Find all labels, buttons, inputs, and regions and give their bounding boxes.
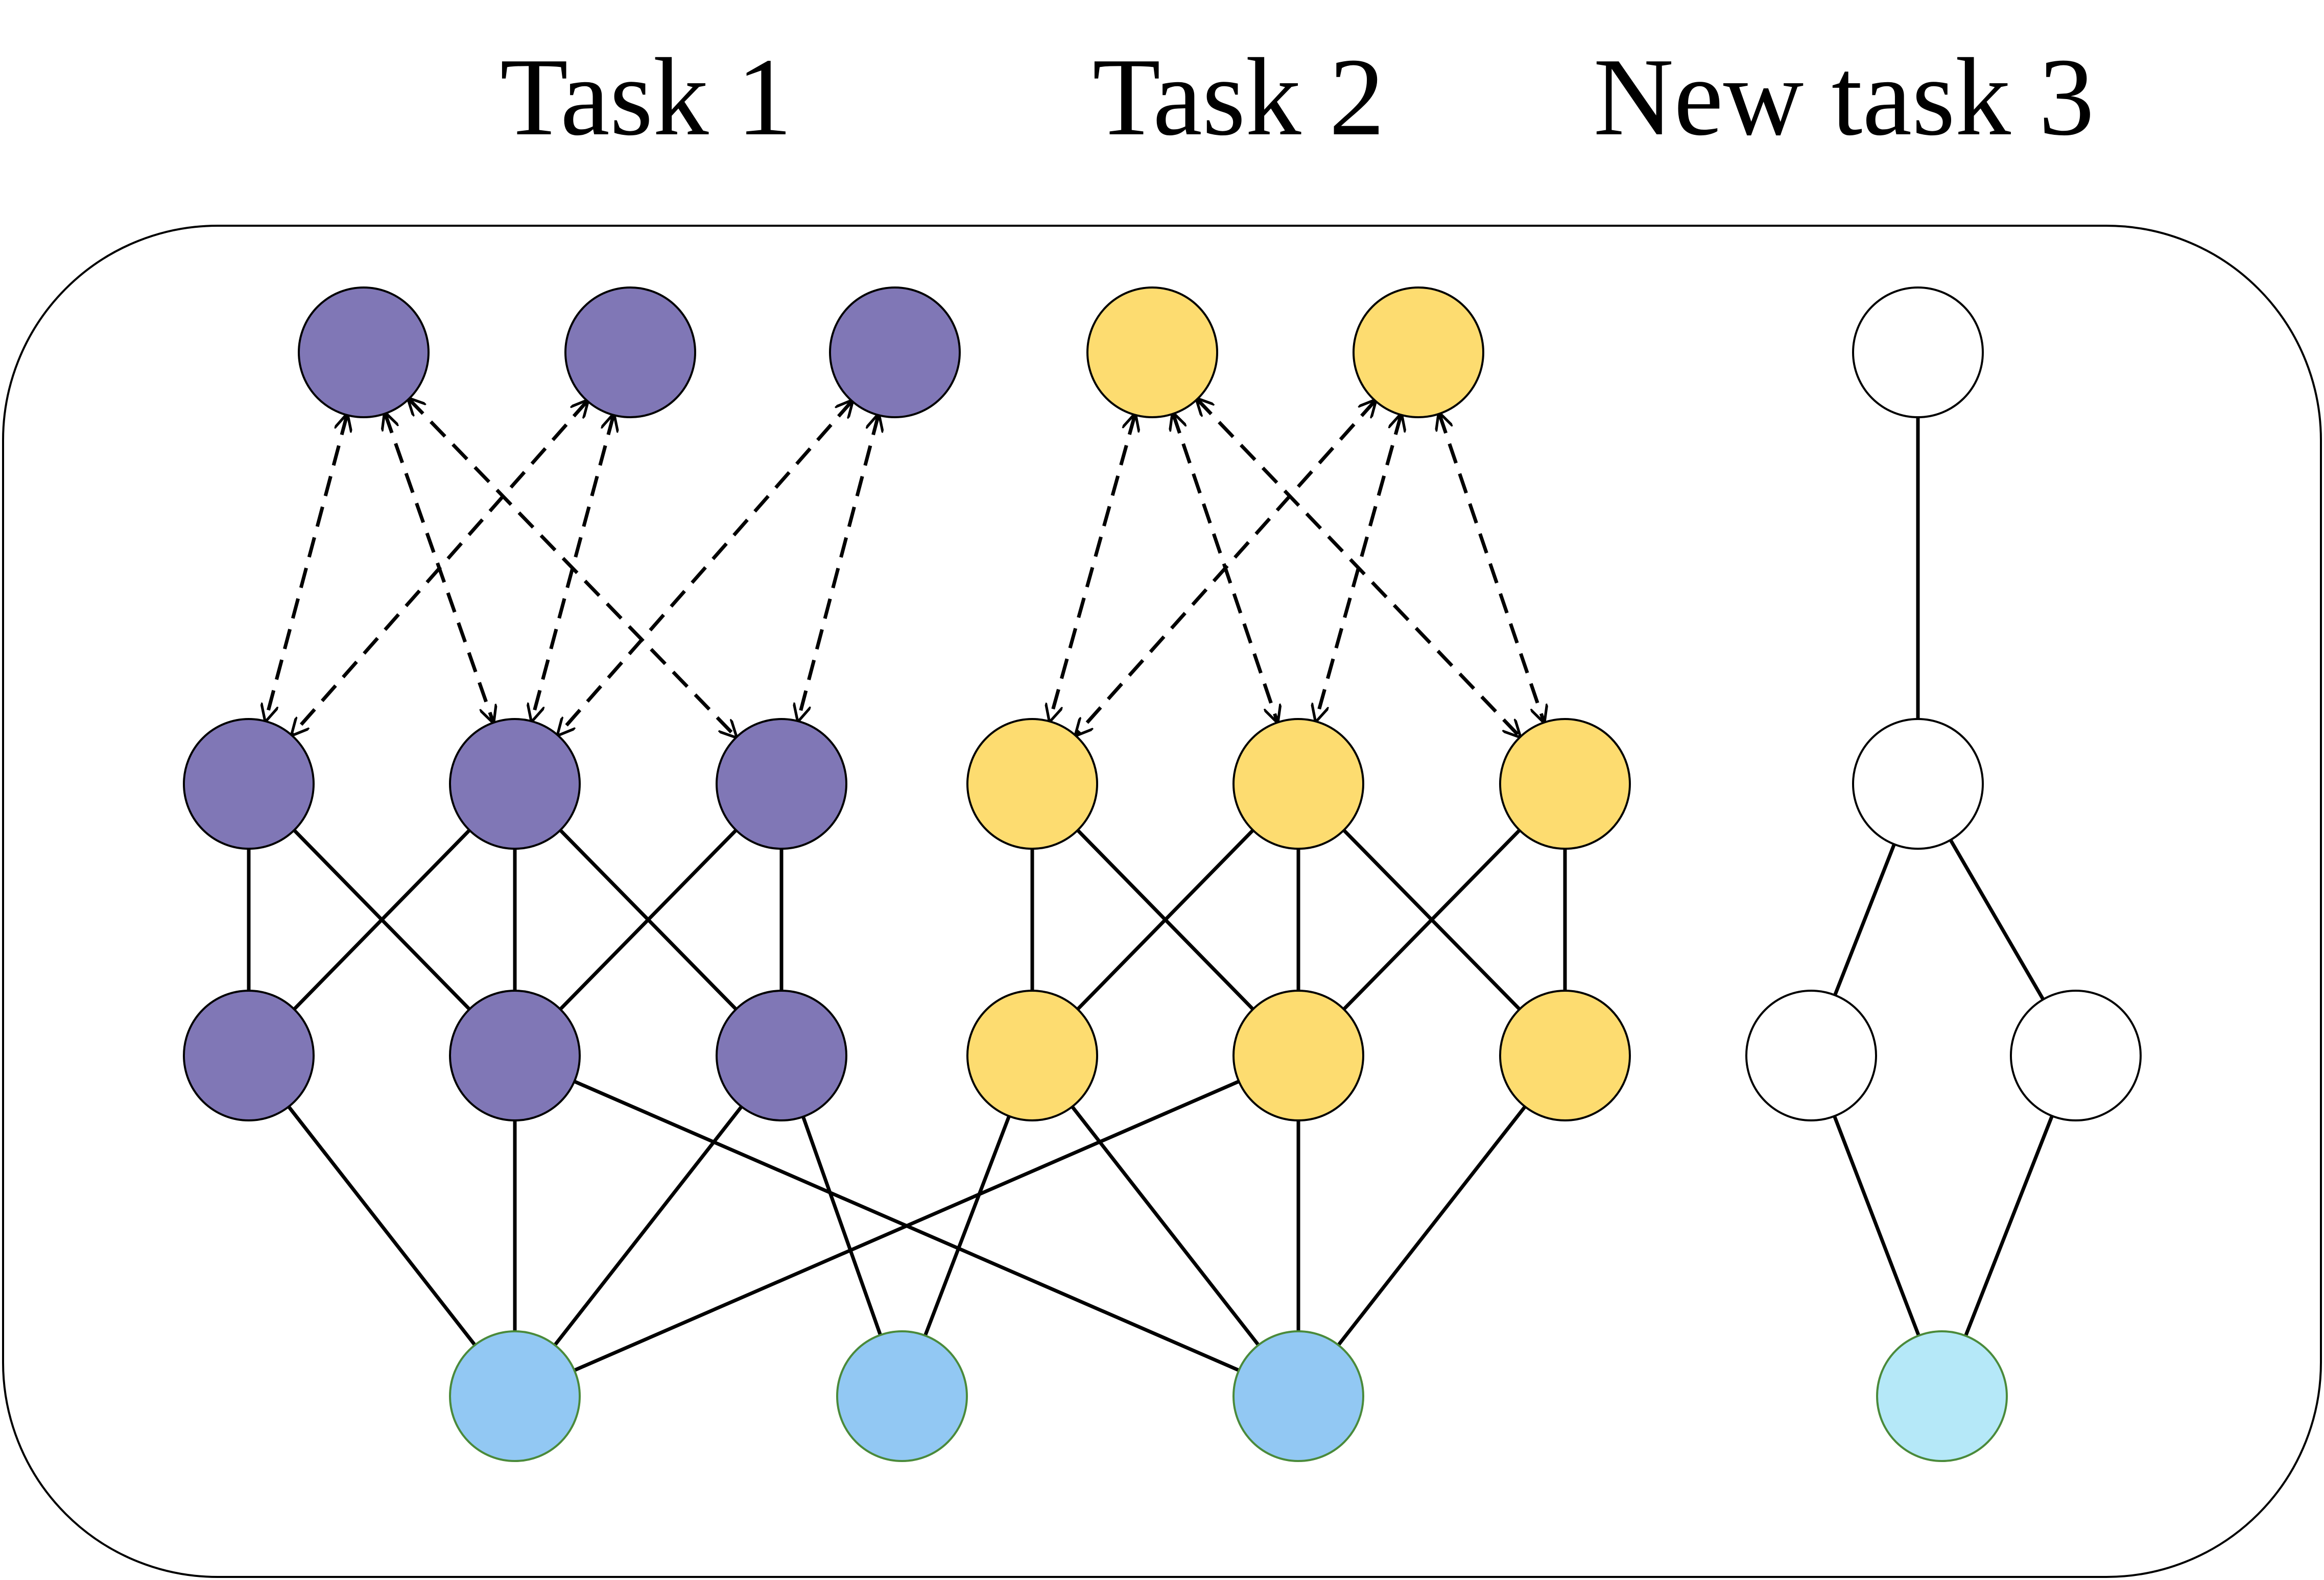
solid-connection <box>1833 1115 1920 1336</box>
task1-label: Task 1 <box>500 36 792 159</box>
task3-output-node <box>1852 286 1984 418</box>
task3-input-node <box>1876 1330 2008 1462</box>
task1-output-node <box>298 286 430 418</box>
solid-connection <box>801 1116 882 1336</box>
task3-hidden-upper-node <box>1852 718 1984 850</box>
dashed-arrow-connection <box>266 415 347 721</box>
dashed-arrow-connection <box>1316 415 1401 720</box>
solid-connection <box>559 829 738 1011</box>
solid-connection <box>1833 843 1896 996</box>
solid-connection <box>574 1080 1240 1372</box>
task1-hidden-lower-node <box>183 990 315 1121</box>
task3-label: New task 3 <box>1594 36 2095 159</box>
node-layer <box>183 286 2142 1462</box>
task1-output-node <box>564 286 696 418</box>
task2-hidden-upper-node <box>1232 718 1364 850</box>
solid-connection <box>1071 1105 1260 1347</box>
solid-connection <box>1964 1115 2054 1337</box>
task2-output-node <box>1353 286 1484 418</box>
shared-input-node <box>836 1330 968 1462</box>
shared-input-node <box>1232 1330 1364 1462</box>
dashed-arrow-connection <box>798 415 879 720</box>
solid-connection <box>553 1105 743 1347</box>
task2-output-node <box>1086 286 1218 418</box>
shared-input-node <box>449 1330 581 1462</box>
task2-hidden-upper-node <box>1499 718 1631 850</box>
dashed-arrow-connection <box>1439 414 1544 722</box>
solid-connection <box>287 1105 477 1347</box>
solid-connection <box>1342 829 1521 1011</box>
task1-hidden-lower-node <box>449 990 581 1121</box>
task1-output-node <box>829 286 961 418</box>
task2-hidden-upper-node <box>966 718 1098 850</box>
task2-label: Task 2 <box>1093 36 1385 159</box>
dashed-arrow-connection <box>532 415 613 721</box>
task3-hidden-lower-node <box>2010 990 2142 1121</box>
network-frame <box>2 225 2322 1578</box>
solid-connection <box>1337 1105 1527 1347</box>
task3-hidden-lower-node <box>1745 990 1877 1121</box>
dashed-arrow-connection <box>1076 401 1375 735</box>
task2-hidden-lower-node <box>1232 990 1364 1121</box>
connection-layer <box>247 399 2054 1372</box>
dashed-arrow-connection <box>1050 415 1135 720</box>
solid-connection <box>1949 839 2045 1000</box>
solid-connection <box>1076 829 1254 1011</box>
task2-hidden-lower-node <box>966 990 1098 1121</box>
task1-hidden-upper-node <box>183 718 315 850</box>
task1-hidden-upper-node <box>449 718 581 850</box>
task2-hidden-lower-node <box>1499 990 1631 1121</box>
solid-connection <box>923 1115 1011 1336</box>
task1-hidden-lower-node <box>716 990 847 1121</box>
solid-connection <box>293 829 471 1011</box>
dashed-arrow-connection <box>409 399 736 736</box>
task1-hidden-upper-node <box>716 718 847 850</box>
